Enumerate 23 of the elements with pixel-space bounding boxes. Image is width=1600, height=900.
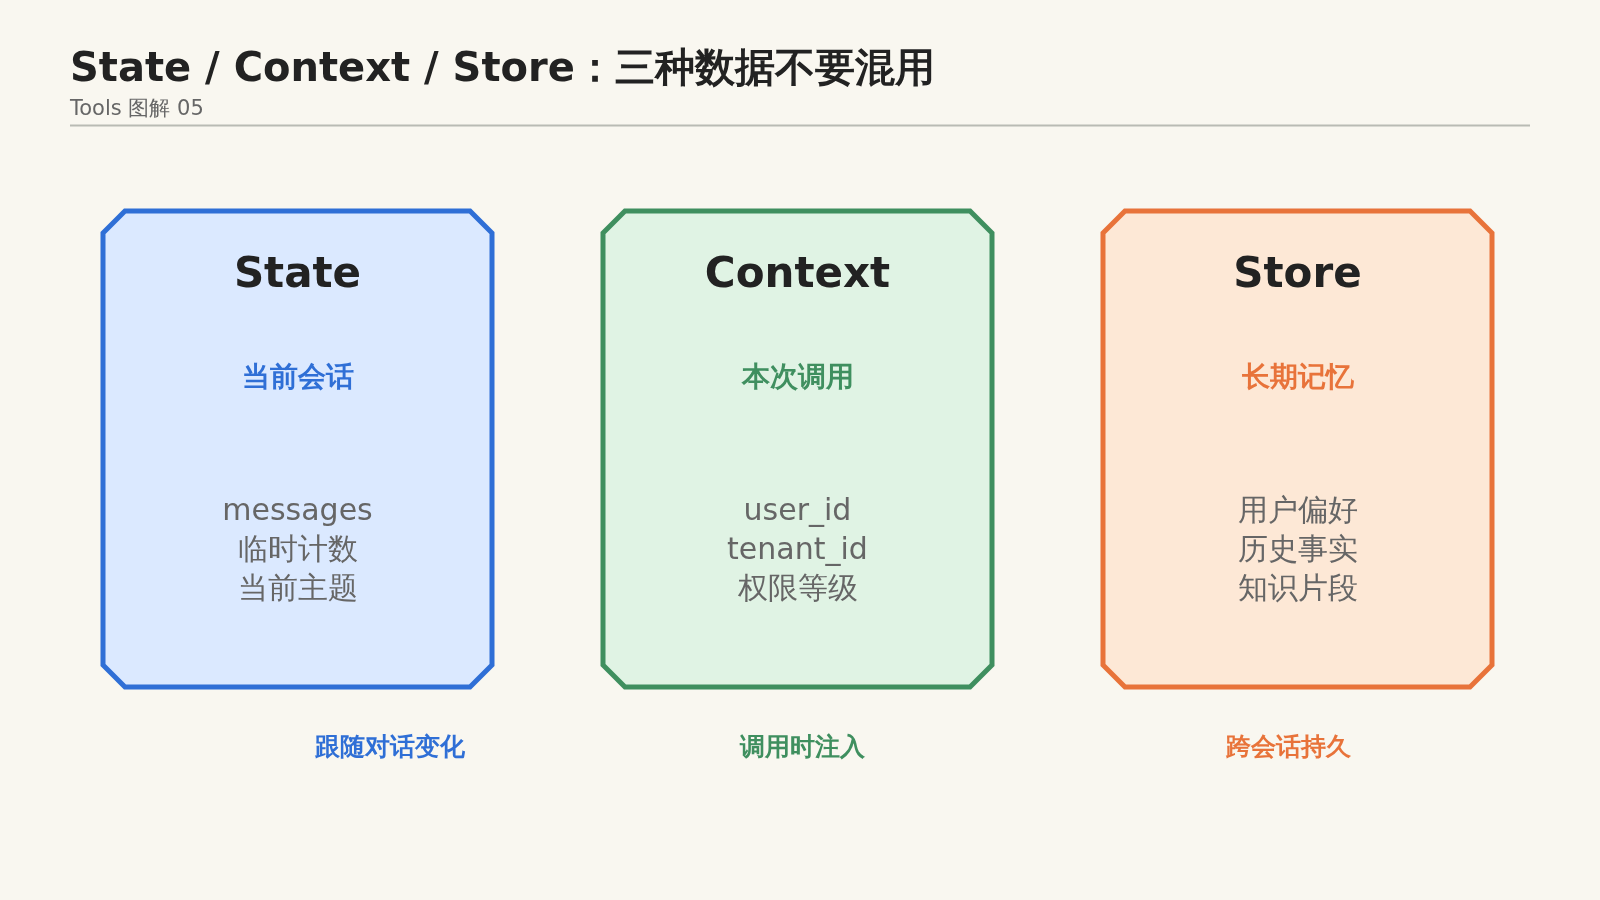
list-item: 权限等级: [736, 569, 859, 607]
page-title: State / Context / Store：三种数据不要混用: [70, 43, 935, 92]
list-item: 用户偏好: [1236, 491, 1359, 529]
card-heading: State: [232, 248, 363, 297]
card-subheading: 长期记忆: [1240, 359, 1355, 395]
list-item: 当前主题: [236, 569, 359, 607]
page-subtitle: Tools 图解 05: [70, 95, 204, 122]
caption-text: 调用时注入: [738, 731, 866, 763]
list-item: 知识片段: [1236, 569, 1359, 607]
list-item: tenant_id: [726, 530, 869, 568]
card-subheading: 本次调用: [740, 359, 855, 395]
list-item: 临时计数: [236, 530, 359, 568]
card-subheading: 当前会话: [240, 359, 355, 395]
card-heading: Context: [703, 248, 892, 297]
list-item: 历史事实: [1236, 530, 1359, 568]
category-card: [100, 208, 495, 690]
caption-text: 跨会话持久: [1224, 731, 1352, 763]
category-card: [600, 208, 995, 690]
list-item: user_id: [742, 491, 853, 529]
card-heading: Store: [1232, 248, 1363, 297]
caption-text: 跟随对话变化: [314, 731, 466, 763]
category-card: [1100, 208, 1495, 690]
list-item: messages: [221, 491, 374, 529]
